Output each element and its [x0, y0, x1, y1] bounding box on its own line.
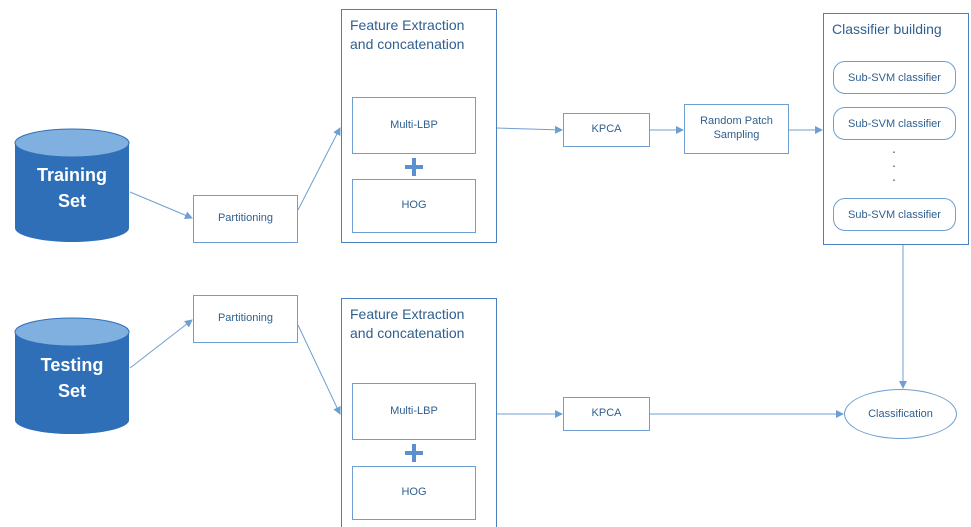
classification-label: Classification	[868, 408, 933, 420]
testing-partitioning-box: Partitioning	[193, 295, 298, 343]
training-plus-icon	[405, 158, 423, 176]
training-multi-lbp-label: Multi-LBP	[390, 118, 438, 131]
testing-set-cylinder-body	[15, 332, 129, 434]
sub-svm-classifier-2-label: Sub-SVM classifier	[848, 117, 941, 130]
testing-set-label: Testing Set	[15, 352, 129, 404]
training-feature-title-line2: and concatenation	[350, 35, 465, 52]
training-set-label: Training Set	[15, 162, 129, 214]
training-feature-title-line1: Feature Extraction	[350, 17, 465, 33]
testing-set-label-line1: Testing	[40, 355, 104, 375]
classification-node: Classification	[844, 389, 957, 439]
sub-svm-classifier-3-label: Sub-SVM classifier	[848, 208, 941, 221]
testing-feature-title-line2: and concatenation	[350, 324, 465, 341]
random-patch-label-line1: Random Patch	[700, 115, 773, 128]
random-patch-label-line2: Sampling	[713, 129, 760, 141]
training-kpca-box: KPCA	[563, 113, 650, 147]
testing-multi-lbp-label: Multi-LBP	[390, 404, 438, 417]
arrow-feature-to-kpca	[495, 125, 563, 134]
arrow-testing-to-partitioning	[129, 319, 193, 369]
testing-plus-icon	[405, 444, 423, 462]
training-hog-box: HOG	[352, 179, 476, 233]
training-set-label-line2: Set	[57, 191, 86, 212]
training-hog-label: HOG	[401, 199, 427, 212]
training-set-label-line1: Training	[36, 165, 107, 185]
arrow-partitioning2-to-feature2	[297, 324, 341, 415]
arrow-partitioning-to-feature	[297, 127, 341, 211]
testing-set-label-line2: Set	[57, 381, 86, 402]
training-partitioning-box: Partitioning	[193, 195, 298, 243]
sub-svm-classifier-1: Sub-SVM classifier	[833, 61, 956, 94]
classifier-ellipsis: ...	[892, 140, 896, 184]
training-multi-lbp-box: Multi-LBP	[352, 97, 476, 154]
random-patch-sampling-box: Random Patch Sampling	[684, 104, 789, 154]
testing-hog-label: HOG	[401, 486, 427, 499]
testing-partitioning-label: Partitioning	[217, 312, 274, 325]
testing-kpca-box: KPCA	[563, 397, 650, 431]
training-kpca-label: KPCA	[591, 123, 622, 136]
classifier-building-title: Classifier building	[832, 21, 942, 37]
testing-feature-title: Feature Extraction and concatenation	[350, 305, 464, 343]
training-partitioning-label: Partitioning	[217, 212, 274, 225]
sub-svm-classifier-3: Sub-SVM classifier	[833, 198, 956, 231]
testing-kpca-label: KPCA	[591, 407, 622, 420]
testing-hog-box: HOG	[352, 466, 476, 520]
sub-svm-classifier-1-label: Sub-SVM classifier	[848, 71, 941, 84]
testing-feature-title-line1: Feature Extraction	[350, 306, 465, 322]
training-feature-title: Feature Extraction and concatenation	[350, 16, 464, 54]
testing-multi-lbp-box: Multi-LBP	[352, 383, 476, 440]
sub-svm-classifier-2: Sub-SVM classifier	[833, 107, 956, 140]
arrow-training-to-partitioning	[129, 191, 193, 219]
